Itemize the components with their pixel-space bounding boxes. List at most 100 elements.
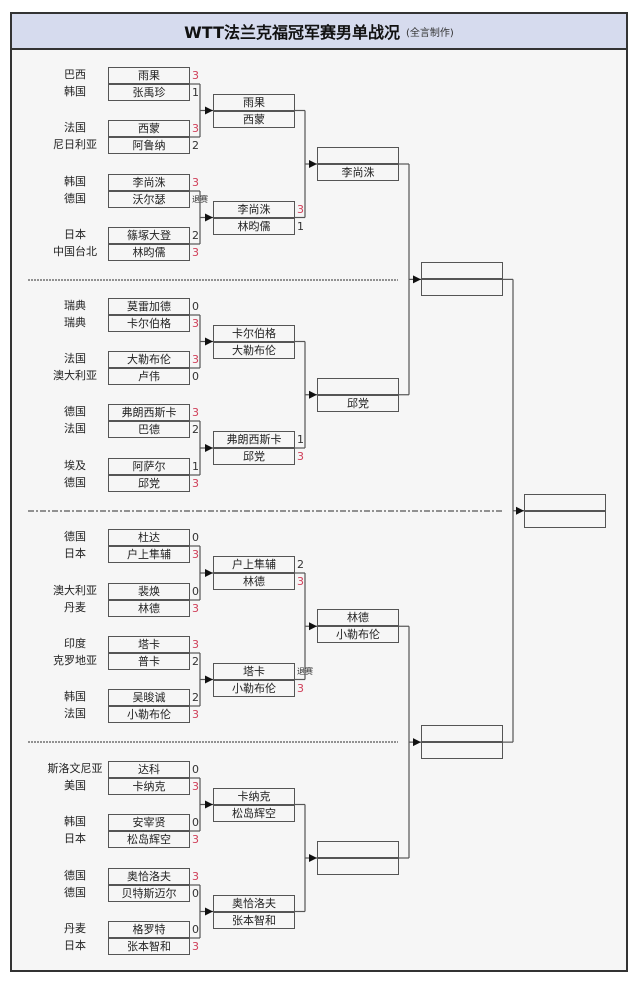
player-country: 德国 [64,530,86,543]
player-score: 3 [192,940,199,953]
arrow-icon [205,907,213,916]
player-name-box: 林昀儒 [213,217,295,235]
player-name-box [524,510,606,528]
player-score: 3 [192,406,199,419]
player-country: 斯洛文尼亚 [47,762,103,775]
player-name-box: 林德 [317,609,399,627]
player-score: 3 [192,477,199,490]
player-country: 法国 [64,422,86,435]
player-country: 日本 [64,547,86,560]
player-score: 0 [192,763,199,776]
player-country: 德国 [64,869,86,882]
player-country: 澳大利亚 [53,369,97,382]
player-score: 0 [192,887,199,900]
arrow-icon [205,675,213,684]
player-name-box: 李尚洙 [213,200,295,218]
player-name-box: 阿鲁纳 [108,137,190,154]
player-name-box: 裴焕 [108,583,190,600]
player-name-box: 奥恰洛夫 [108,868,190,885]
player-name-box: 普卡 [108,653,190,670]
player-score: 3 [192,638,199,651]
player-country: 瑞典 [64,316,86,329]
player-country: 日本 [64,228,86,241]
player-name-box [421,262,503,280]
player-country: 印度 [64,637,86,650]
arrow-icon [309,390,317,399]
player-name-box: 邱党 [108,475,190,492]
player-score: 2 [297,558,304,571]
player-name-box: 户上隼辅 [213,556,295,573]
player-country: 澳大利亚 [53,584,97,597]
player-name-box [317,841,399,858]
player-score: 0 [192,585,199,598]
player-name-box: 安宰贤 [108,814,190,831]
player-name-box: 塔卡 [213,662,295,680]
player-score: 3 [297,575,304,588]
player-score: 1 [192,86,199,99]
player-score: 3 [192,69,199,82]
player-country: 丹麦 [64,601,86,614]
player-name-box: 奥恰洛夫 [213,894,295,912]
player-name-box: 松岛辉空 [213,804,295,822]
player-score: 3 [192,317,199,330]
player-name-box [421,279,503,297]
player-score: 2 [192,691,199,704]
player-name-box: 松岛辉空 [108,831,190,848]
arrow-icon [309,160,317,168]
player-name-box: 篠塚大登 [108,227,190,244]
player-country: 韩国 [64,85,86,98]
player-score: 2 [192,229,199,242]
player-score: 3 [297,202,304,216]
player-score: 3 [192,548,199,561]
player-name-box: 弗朗西斯卡 [213,431,295,448]
arrow-icon [205,337,213,346]
arrow-icon [309,622,317,631]
arrow-icon [205,569,213,577]
player-name-box: 杜达 [108,529,190,546]
player-name-box: 小勒布伦 [317,626,399,644]
player-score: 3 [192,353,199,366]
player-score: 3 [192,246,199,259]
player-name-box: 卡纳克 [108,778,190,795]
player-name-box [524,493,606,511]
player-name-box: 大勒布伦 [213,341,295,359]
player-name-box: 达科 [108,761,190,778]
player-score: 3 [297,681,304,695]
player-country: 德国 [64,192,86,205]
player-country: 日本 [64,832,86,845]
player-name-box: 邱党 [213,448,295,465]
arrow-icon [413,275,421,284]
player-name-box: 李尚洙 [317,164,399,181]
player-score: 退赛 [297,666,313,676]
player-name-box: 弗朗西斯卡 [108,404,190,421]
arrow-icon [205,444,213,452]
player-name-box: 西蒙 [108,120,190,137]
player-score: 退赛 [192,195,208,204]
player-name-box: 林昀儒 [108,244,190,261]
player-country: 韩国 [64,815,86,828]
player-name-box: 李尚洙 [108,174,190,191]
player-score: 3 [192,870,199,883]
player-score: 0 [192,531,199,544]
player-country: 韩国 [64,690,86,703]
player-country: 克罗地亚 [53,654,97,667]
player-name-box: 格罗特 [108,921,190,938]
player-country: 法国 [64,352,86,365]
player-score: 3 [192,122,199,135]
player-name-box: 林德 [108,600,190,617]
player-country: 中国台北 [53,245,97,258]
player-score: 3 [192,602,199,615]
player-name-box: 张本智和 [108,938,190,955]
player-country: 日本 [64,939,86,952]
player-name-box [317,377,399,395]
arrow-icon [205,106,213,115]
arrow-icon [309,854,317,862]
player-name-box: 小勒布伦 [213,679,295,697]
player-name-box: 邱党 [317,394,399,412]
player-score: 1 [192,460,199,473]
player-name-box: 大勒布伦 [108,351,190,368]
player-country: 法国 [64,707,86,720]
player-score: 0 [192,923,199,936]
